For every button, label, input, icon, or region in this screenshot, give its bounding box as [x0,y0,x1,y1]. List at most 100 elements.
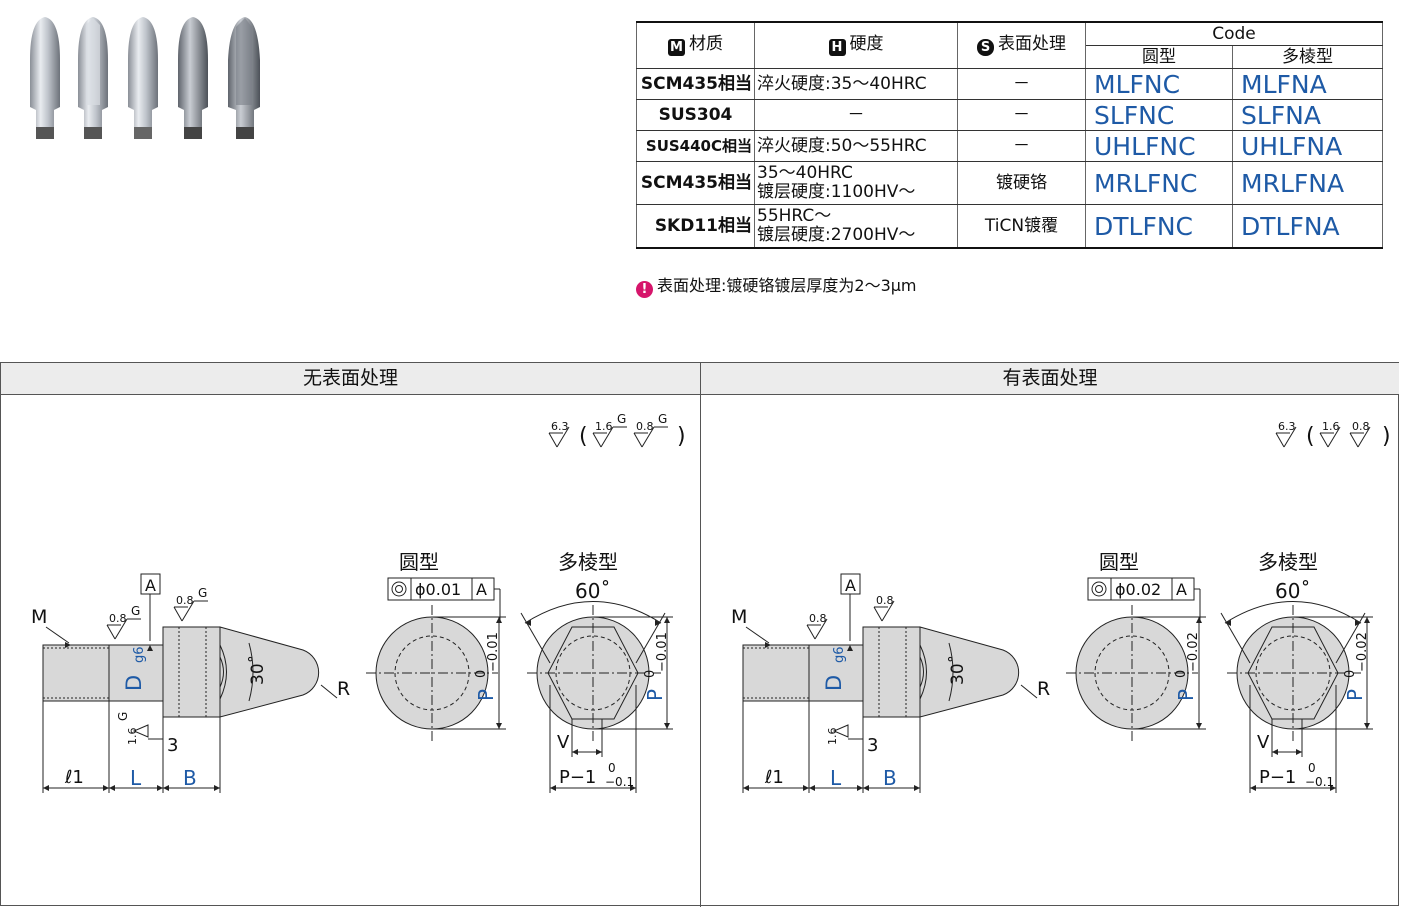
code-poly-link[interactable]: UHLFNA [1232,130,1383,162]
roughness-label: 6.3 [1278,420,1296,433]
arrowhead [630,785,636,791]
code-round-link[interactable]: MRLFNC [1085,161,1233,205]
roughness-symbol [873,606,883,622]
code-round-link[interactable]: MLFNC [1085,68,1233,100]
label-P-1: P−1 [559,767,596,788]
roughness-symbol [814,618,828,640]
hardness-line-2: 镀层硬度:2700HV～ [757,225,916,245]
roughness-label: 6.3 [551,420,569,433]
code-poly-link[interactable]: MRLFNA [1232,161,1383,205]
roughness-symbol [106,624,116,640]
roughness-symbol [173,606,183,622]
p-tol-lower: −0.02 [1355,632,1370,672]
product-photos [30,17,260,139]
hardness-cell: 55HRC～镀层硬度:2700HV～ [754,204,958,249]
label-3: 3 [167,735,178,756]
label-D: D [822,675,846,691]
taper-curve [919,656,924,688]
paren-close: ) [677,424,686,449]
angle-arc [1224,601,1362,624]
surface-note-text: 表面处理:镀硬铬镀层厚度为2～3μm [657,276,917,295]
roughness-symbol [1349,432,1359,448]
thread-section [742,644,810,702]
head-section [862,626,921,718]
roughness-symbol [1275,432,1285,448]
roughness-symbol [600,426,614,448]
table-row: SUS304 － － SLFNC SLFNA [636,99,1383,131]
surface-cell: － [957,68,1086,100]
label-l1: ℓ1 [764,767,784,788]
roughness-symbol [1283,426,1297,448]
angle-line [520,612,551,664]
taper-nose [219,626,320,718]
arrowhead [572,749,578,755]
header-round: 圆型 [1085,45,1233,69]
code-poly-link[interactable]: SLFNA [1232,99,1383,131]
roughness-label: 0.8 [636,420,654,433]
p-tol-lower: −0.02 [1186,632,1201,672]
code-round-link[interactable]: UHLFNC [1085,130,1233,162]
p-tol-lower: −0.01 [486,632,501,672]
concentric-circle-icon [391,581,407,597]
code-poly-link[interactable]: MLFNA [1232,68,1383,100]
label-L: L [830,766,842,790]
label-P-1: P−1 [1259,767,1296,788]
pin-photo-1 [30,17,60,139]
header-material-label: 材质 [689,34,723,54]
hardness-line-2: 镀层硬度:1100HV～ [757,182,916,202]
poly-title: 多棱型 [558,550,618,574]
roughness-label: 0.8 [809,612,827,625]
arrowhead [1364,723,1370,729]
taper-nose [919,626,1020,718]
surface-cell: － [957,99,1086,131]
arrowhead [1296,749,1302,755]
label-P: P [643,689,667,701]
round-title: 圆型 [1099,550,1139,574]
angle-arc [248,642,254,702]
code-poly-link[interactable]: DTLFNA [1232,204,1383,249]
roughness-symbol [641,426,655,448]
label-B: B [183,766,197,790]
surface-cell: 镀硬铬 [957,161,1086,205]
arrowhead [1330,785,1336,791]
taper-curve [219,644,227,700]
header-surface-label: 表面处理 [998,34,1066,54]
arrowhead [65,642,71,648]
material-cell: SUS304 [636,99,755,131]
roughness-label: 1.6 [126,728,139,746]
label-30deg: 30˚ [947,655,968,685]
roughness-grade: G [658,412,667,426]
arrowhead [1196,617,1202,623]
angle-line [1335,612,1366,664]
head-section [162,626,221,718]
roughness-label: 1.6 [826,728,839,746]
label-P: P [474,689,498,701]
roughness-symbol [1327,426,1341,448]
leader-M [45,626,70,644]
panel-title-with-treatment: 有表面处理 [701,363,1399,395]
label-D: D [122,675,146,691]
arrowhead [163,785,169,791]
arrowhead [847,645,853,651]
angle-line [1220,612,1251,664]
arrowhead [809,785,815,791]
p-tol-upper: 0 [1174,670,1189,678]
hardness-line-1: 35～40HRC [757,163,853,183]
roughness-symbol [1319,432,1329,448]
hardness-cell: － [754,99,958,131]
roughness-symbol [114,618,128,640]
surface-cell: TiCN镀覆 [957,204,1086,249]
p-tol-upper: 0 [474,670,489,678]
roughness-symbol [1357,426,1371,448]
pin-photo-4 [178,17,208,139]
roughness-symbol [132,724,149,738]
header-hardness-label: 硬度 [849,34,884,54]
pin-photo-5 [228,17,260,139]
material-cell: SCM435相当 [636,161,755,205]
code-round-link[interactable]: DTLFNC [1085,204,1233,249]
paren-close: ) [1382,424,1391,449]
roughness-symbol [548,432,558,448]
code-round-link[interactable]: SLFNC [1085,99,1233,131]
panel-divider [700,362,701,907]
thread-section [42,644,110,702]
